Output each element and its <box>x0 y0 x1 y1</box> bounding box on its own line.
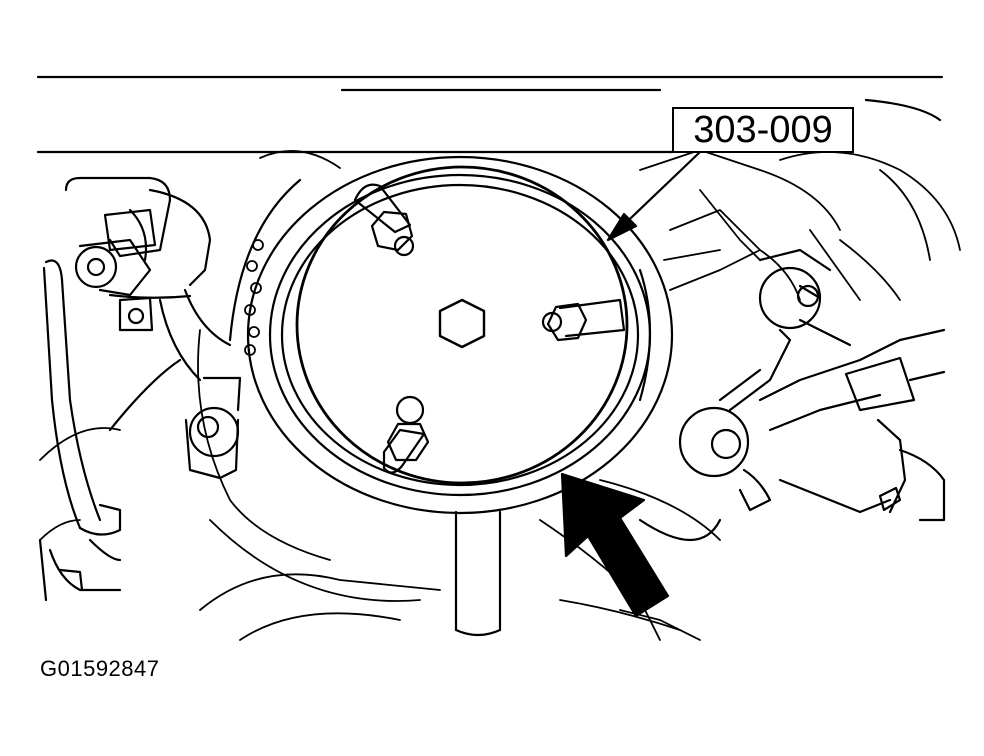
crankshaft-damper <box>230 157 672 513</box>
tool-plate <box>297 167 627 483</box>
top-frame-lines <box>38 77 942 152</box>
tool-number-label: 303-009 <box>672 107 854 153</box>
indicator-arrow <box>562 474 668 616</box>
callout-leader <box>608 152 700 240</box>
tool-handle <box>456 512 500 635</box>
center-hex-bolt <box>440 300 484 347</box>
right-bracket-assembly <box>640 250 944 540</box>
figure-id-label: G01592847 <box>40 656 160 681</box>
left-bracket-assembly <box>40 178 240 600</box>
